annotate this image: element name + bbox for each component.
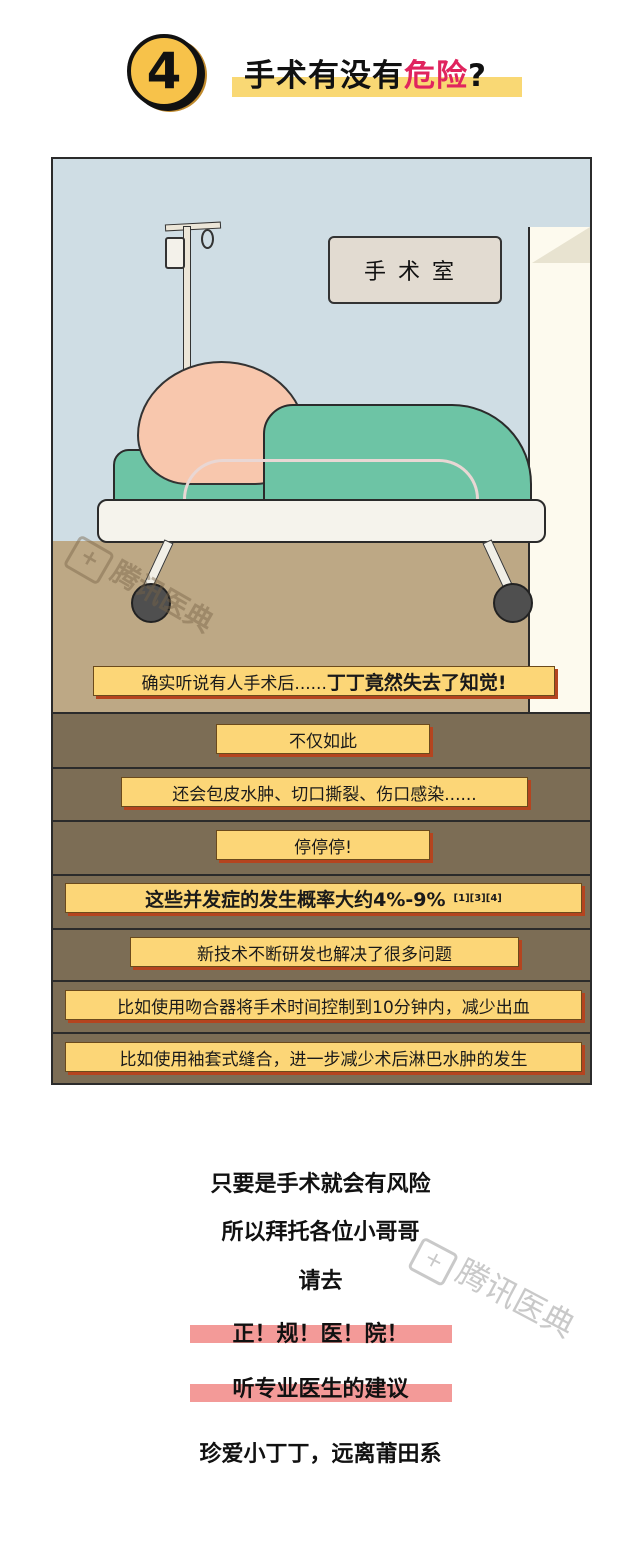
- outro-line-5: 听专业医生的建议: [232, 1377, 409, 1402]
- title-prefix: 手术有没有: [244, 58, 404, 94]
- caption-3: 还会包皮水肿、切口撕裂、伤口感染......: [121, 777, 528, 807]
- outro-line-1: 只要是手术就会有风险: [210, 1172, 431, 1197]
- wheel-left-icon: [131, 583, 171, 623]
- title-underline-bar: [232, 77, 522, 97]
- caption-2: 不仅如此: [216, 724, 430, 754]
- reference-markers: [1][3][4]: [453, 892, 502, 904]
- outro-line-3: 请去: [298, 1269, 343, 1294]
- caption-row-4: 停停停!: [53, 820, 590, 874]
- caption-1: 确实听说有人手术后......丁丁竟然失去了知觉!: [93, 666, 555, 696]
- hospital-bed: [97, 499, 546, 543]
- comic-panel: 手术室 +腾讯医典 确实听说有人手术后......丁丁竟然失去了知觉! 不仅如此…: [51, 157, 592, 1085]
- caption-row-3: 还会包皮水肿、切口撕裂、伤口感染......: [53, 767, 590, 820]
- title-highlight: 危险: [404, 58, 468, 94]
- title-suffix: ?: [468, 58, 487, 94]
- highlight-bar-2: [190, 1384, 452, 1402]
- iv-bag-icon: [165, 237, 185, 269]
- caption-4: 停停停!: [216, 830, 430, 860]
- highlight-bar-1: [190, 1325, 452, 1343]
- caption-8: 比如使用袖套式缝合，进一步减少术后淋巴水肿的发生: [65, 1042, 582, 1072]
- door: [528, 227, 590, 747]
- caption-row-6: 新技术不断研发也解决了很多问题: [53, 928, 590, 980]
- section-title: 手术有没有危险?: [244, 50, 487, 95]
- iv-stand-bar: [164, 221, 222, 232]
- iv-hook-icon: [201, 229, 214, 249]
- caption-6: 新技术不断研发也解决了很多问题: [130, 937, 519, 967]
- caption-7: 比如使用吻合器将手术时间控制到10分钟内，减少出血: [65, 990, 582, 1020]
- caption-row-8: 比如使用袖套式缝合，进一步减少术后淋巴水肿的发生: [53, 1032, 590, 1083]
- outro-line-4: 正！规！医！院！: [232, 1322, 409, 1347]
- wheel-right-icon: [493, 583, 533, 623]
- operating-room-sign: 手术室: [328, 236, 502, 304]
- caption-row-5: 这些并发症的发生概率大约4%-9%[1][3][4]: [53, 874, 590, 928]
- caption-row-7: 比如使用吻合器将手术时间控制到10分钟内，减少出血: [53, 980, 590, 1032]
- section-number-badge: 4: [127, 34, 201, 108]
- door-shade: [532, 227, 590, 263]
- caption-row-2: 不仅如此: [53, 712, 590, 767]
- caption-5: 这些并发症的发生概率大约4%-9%[1][3][4]: [65, 883, 582, 913]
- section-header: 4 手术有没有危险?: [0, 0, 641, 140]
- outro-line-2: 所以拜托各位小哥哥: [221, 1220, 420, 1245]
- outro-line-6: 珍爱小丁丁，远离莆田系: [199, 1442, 442, 1467]
